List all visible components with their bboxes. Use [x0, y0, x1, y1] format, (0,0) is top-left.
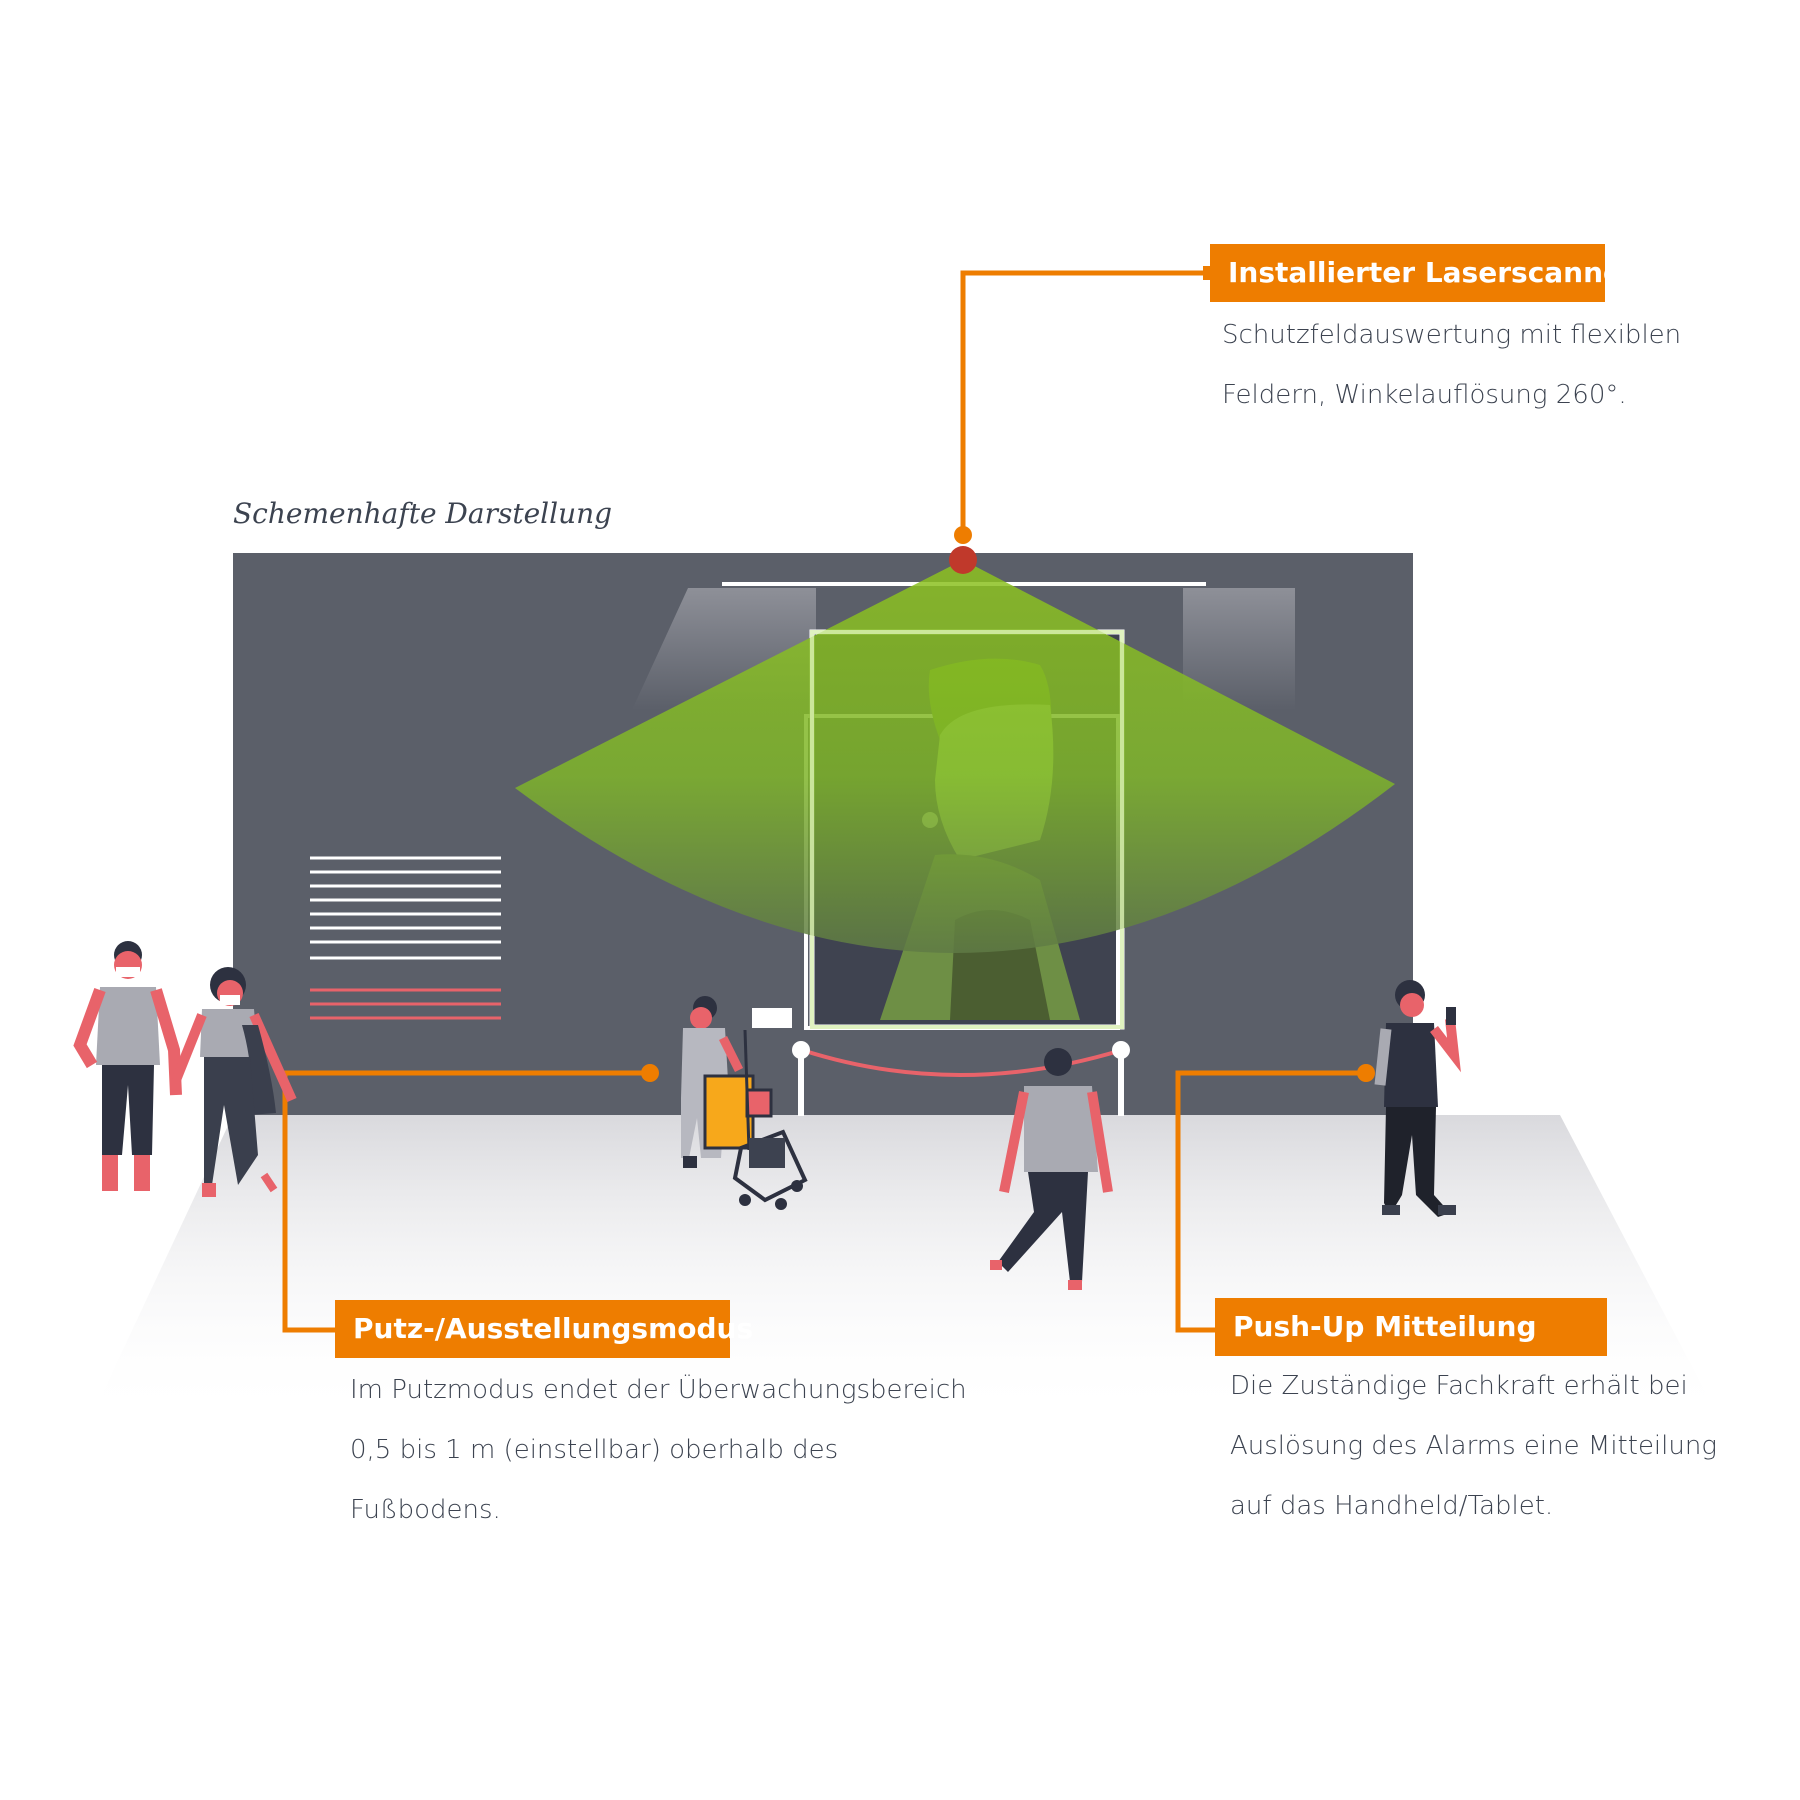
push-description-line: Auslösung des Alarms eine Mitteilung: [1230, 1431, 1717, 1461]
caption-schematic: Schemenhafte Darstellung: [233, 497, 613, 530]
push-description: Die Zuständige Fachkraft erhält bei Ausl…: [1230, 1356, 1790, 1536]
scanner-description: Schutzfeldauswertung mit flexiblen Felde…: [1222, 305, 1782, 425]
person-figure: [73, 941, 182, 1191]
cleaner-figure: [681, 996, 744, 1168]
connector-lines: [282, 270, 1366, 1333]
person-figure: [1374, 980, 1461, 1217]
painting-highlight: [810, 630, 1124, 1029]
mode-description-line: 0,5 bis 1 m (einstellbar) oberhalb des: [350, 1435, 839, 1465]
mode-description: Im Putzmodus endet der Überwachungsberei…: [350, 1360, 1030, 1540]
mode-description-line: Im Putzmodus endet der Überwachungsberei…: [350, 1375, 967, 1405]
scanner-description-line: Schutzfeldauswertung mit flexiblen: [1222, 320, 1682, 350]
smartphone-icon: [1446, 1007, 1456, 1025]
push-title: Push-Up Mitteilung: [1215, 1298, 1607, 1356]
mode-title: Putz-/Ausstellungsmodus: [335, 1300, 753, 1358]
spotlight-right: [1183, 588, 1295, 710]
small-sign: [752, 1008, 792, 1028]
person-figure: [990, 1048, 1113, 1290]
cleaning-cart-icon: [703, 1029, 808, 1210]
laser-protective-field: [515, 560, 1395, 954]
scanner-title: Installierter Laserscanner: [1210, 244, 1636, 302]
scanner-description-line: Feldern, Winkelauflösung 260°.: [1222, 380, 1627, 410]
rope-barrier: [792, 1041, 1130, 1116]
mode-description-line: Fußbodens.: [350, 1495, 501, 1525]
wall-text-panel: [310, 856, 501, 1020]
person-figure: [171, 967, 297, 1197]
push-description-line: Die Zuständige Fachkraft erhält bei: [1230, 1371, 1688, 1401]
push-description-line: auf das Handheld/Tablet.: [1230, 1491, 1554, 1521]
